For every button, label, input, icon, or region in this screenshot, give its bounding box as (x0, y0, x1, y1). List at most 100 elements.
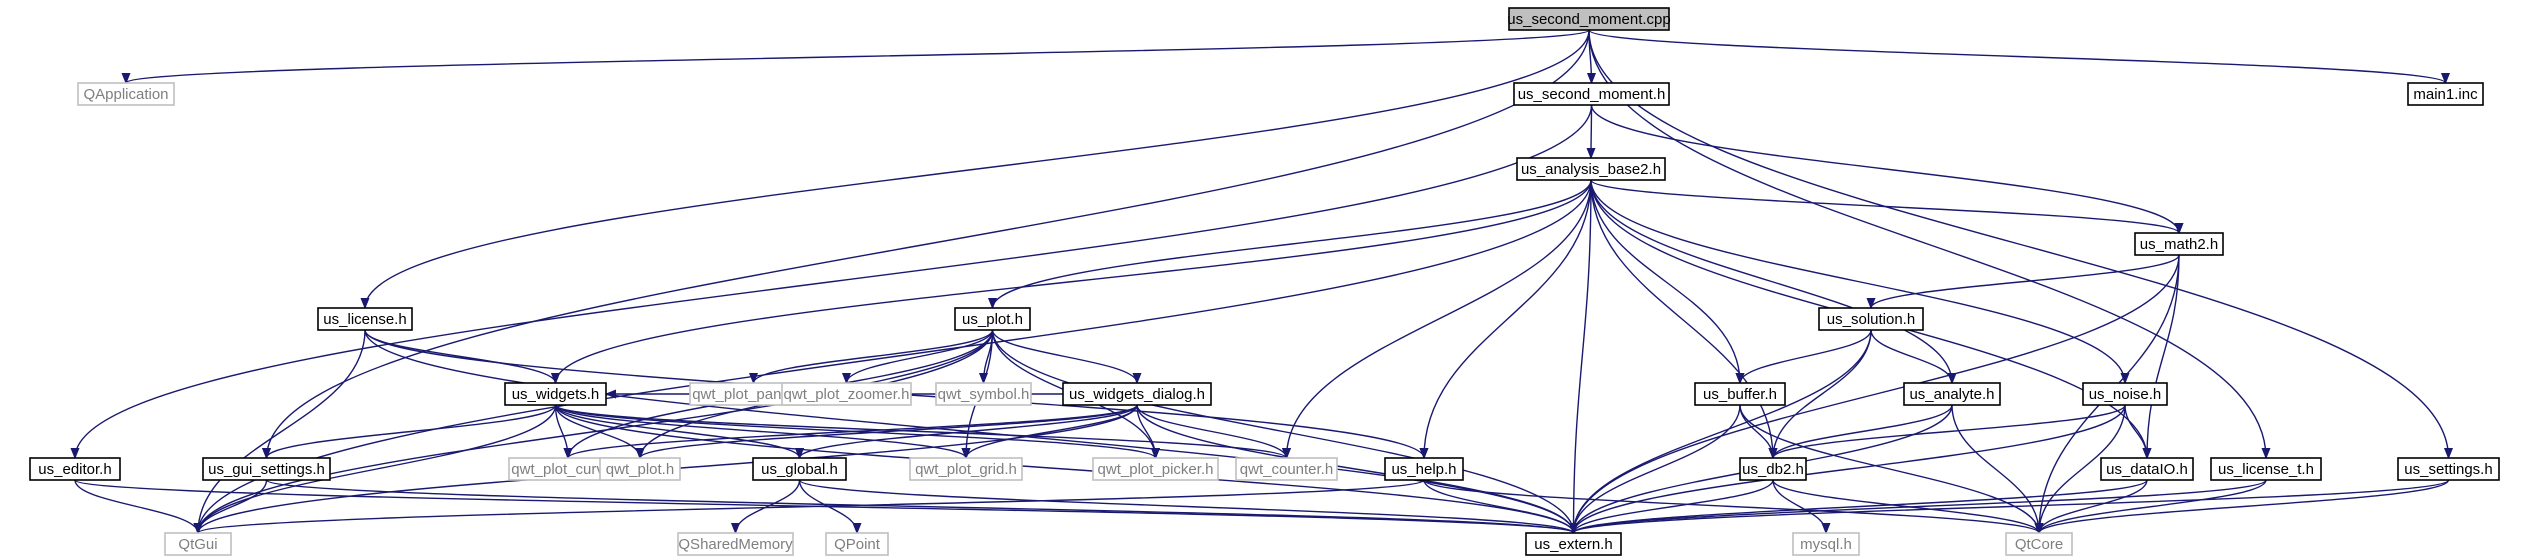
node-qwt_plot_grid_h: qwt_plot_grid.h (909, 457, 1023, 481)
node-box-qwt_plot_zoomer_h (781, 382, 912, 406)
edge-us_analysis_base2_h-to-us_widgets_h (556, 179, 1592, 383)
node-label-us_noise_h: us_noise.h (2089, 386, 2162, 403)
edge-us_solution_h-to-us_buffer_h (1740, 329, 1872, 384)
node-label-us_license_t_h: us_license_t.h (2218, 461, 2314, 478)
node-us_noise_h[interactable]: us_noise.h (2082, 382, 2168, 406)
node-us_plot_h[interactable]: us_plot.h (954, 307, 1031, 331)
edge-us_global_h-to-us_extern_h (798, 479, 1574, 534)
edge-us_widgets_dialog_h-to-qwt_plot_picker_h (1136, 404, 1156, 458)
node-us_math2_h[interactable]: us_math2.h (2134, 232, 2224, 256)
edge-us_buffer_h-to-us_extern_h (1574, 404, 1741, 533)
node-box-QSharedMemory (677, 532, 794, 556)
edge-us_second_moment_h-to-us_analysis_base2_h (1591, 104, 1592, 158)
edge-layer (75, 29, 2450, 534)
node-label-us_plot_h: us_plot.h (962, 311, 1023, 328)
edge-us_widgets_dialog_h-to-qwt_plot_curve_h (568, 404, 1138, 459)
node-label-us_gui_settings_h: us_gui_settings.h (208, 461, 325, 478)
node-box-qwt_plot_h (599, 457, 681, 481)
node-label-QtGui: QtGui (178, 536, 217, 553)
node-box-qwt_plot_grid_h (909, 457, 1023, 481)
edge-us_second_moment_cpp-to-main1_inc (1588, 29, 2446, 84)
node-label-us_math2_h: us_math2.h (2140, 236, 2218, 253)
node-box-qwt_symbol_h (935, 382, 1032, 406)
node-us_analyte_h[interactable]: us_analyte.h (1903, 382, 2001, 406)
edge-us_widgets_h-to-us_global_h (554, 404, 800, 459)
node-us_analysis_base2_h[interactable]: us_analysis_base2.h (1516, 157, 1666, 181)
node-box-qwt_plot_picker_h (1092, 457, 1219, 481)
node-box-us_gui_settings_h (202, 457, 331, 481)
node-box-us_help_h (1384, 457, 1464, 481)
node-us_solution_h[interactable]: us_solution.h (1818, 307, 1924, 331)
node-label-us_analysis_base2_h: us_analysis_base2.h (1521, 161, 1661, 178)
node-box-us_buffer_h (1694, 382, 1786, 406)
edge-us_second_moment_cpp-to-us_settings_h (1588, 29, 2449, 458)
node-label-us_second_moment_h: us_second_moment.h (1518, 86, 1666, 103)
edge-us_math2_h-to-us_dataIO_h (2147, 254, 2180, 458)
node-label-us_dataIO_h: us_dataIO.h (2106, 461, 2188, 478)
edge-us_math2_h-to-us_solution_h (1871, 254, 2180, 309)
node-us_license_t_h[interactable]: us_license_t.h (2210, 457, 2322, 481)
edge-us_second_moment_h-to-us_math2_h (1590, 104, 2180, 234)
node-us_db2_h[interactable]: us_db2.h (1739, 457, 1807, 481)
node-box-us_widgets_h (504, 382, 607, 406)
node-label-us_extern_h: us_extern.h (1534, 536, 1612, 553)
node-us_dataIO_h[interactable]: us_dataIO.h (2100, 457, 2194, 481)
edge-us_solution_h-to-us_extern_h (1574, 329, 1872, 533)
node-box-us_noise_h (2082, 382, 2168, 406)
node-box-us_extern_h (1525, 532, 1622, 556)
node-box-us_solution_h (1818, 307, 1924, 331)
edge-us_second_moment_cpp-to-us_gui_settings_h (267, 29, 1590, 458)
edge-us_widgets_h-to-qwt_plot_grid_h (554, 404, 967, 459)
node-label-us_solution_h: us_solution.h (1827, 311, 1915, 328)
node-mysql_h: mysql.h (1792, 532, 1860, 556)
node-main1_inc[interactable]: main1.inc (2407, 82, 2484, 106)
node-us_buffer_h[interactable]: us_buffer.h (1694, 382, 1786, 406)
node-box-us_math2_h (2134, 232, 2224, 256)
edge-us_analysis_base2_h-to-us_analyte_h (1590, 179, 1952, 383)
node-qwt_symbol_h: qwt_symbol.h (935, 382, 1032, 406)
edge-us_plot_h-to-us_extern_h (991, 329, 1574, 533)
node-us_widgets_dialog_h[interactable]: us_widgets_dialog.h (1062, 382, 1212, 406)
node-label-mysql_h: mysql.h (1800, 536, 1852, 553)
node-us_extern_h[interactable]: us_extern.h (1525, 532, 1622, 556)
node-label-qwt_plot_zoomer_h: qwt_plot_zoomer.h (784, 386, 910, 403)
edge-us_settings_h-to-us_extern_h (1574, 479, 2450, 534)
edge-us_dataIO_h-to-us_extern_h (1574, 479, 2148, 534)
node-us_second_moment_h[interactable]: us_second_moment.h (1513, 82, 1670, 106)
node-QtGui: QtGui (164, 532, 232, 556)
node-box-us_dataIO_h (2100, 457, 2194, 481)
edge-us_analyte_h-to-QtCore (1951, 404, 2039, 533)
node-qwt_plot_picker_h: qwt_plot_picker.h (1092, 457, 1219, 481)
node-us_settings_h[interactable]: us_settings.h (2397, 457, 2500, 481)
node-us_second_moment_cpp[interactable]: us_second_moment.cpp (1507, 7, 1671, 31)
node-label-QtCore: QtCore (2015, 536, 2063, 553)
edge-us_analysis_base2_h-to-us_math2_h (1590, 179, 2179, 234)
node-qwt_plot_zoomer_h: qwt_plot_zoomer.h (781, 382, 912, 406)
node-us_widgets_h[interactable]: us_widgets.h (504, 382, 607, 406)
node-label-qwt_plot_picker_h: qwt_plot_picker.h (1098, 461, 1214, 478)
edge-us_license_h-to-us_widgets_h (364, 329, 556, 384)
edge-us_help_h-to-us_extern_h (1423, 479, 1574, 534)
edge-us_analysis_base2_h-to-us_buffer_h (1590, 179, 1740, 383)
node-label-qwt_plot_curve_h: qwt_plot_curve.h (511, 461, 624, 478)
node-qwt_counter_h: qwt_counter.h (1235, 457, 1338, 481)
node-box-us_second_moment_h (1513, 82, 1670, 106)
node-us_global_h[interactable]: us_global.h (752, 457, 847, 481)
edge-us_widgets_h-to-qwt_counter_h (554, 404, 1287, 459)
node-label-main1_inc: main1.inc (2413, 86, 2478, 103)
node-us_gui_settings_h[interactable]: us_gui_settings.h (202, 457, 331, 481)
edge-us_settings_h-to-QtCore (2039, 479, 2450, 534)
node-QPoint: QPoint (825, 532, 889, 556)
node-box-us_plot_h (954, 307, 1031, 331)
node-us_editor_h[interactable]: us_editor.h (29, 457, 121, 481)
node-label-us_editor_h: us_editor.h (38, 461, 111, 478)
node-label-us_settings_h: us_settings.h (2404, 461, 2492, 478)
node-us_license_h[interactable]: us_license.h (317, 307, 413, 331)
edge-us_analysis_base2_h-to-us_noise_h (1590, 179, 2125, 383)
edge-us_noise_h-to-us_dataIO_h (2124, 404, 2147, 458)
node-box-qwt_counter_h (1235, 457, 1338, 481)
node-us_help_h[interactable]: us_help.h (1384, 457, 1464, 481)
node-box-main1_inc (2407, 82, 2484, 106)
node-label-us_widgets_dialog_h: us_widgets_dialog.h (1069, 386, 1205, 403)
edge-us_analysis_base2_h-to-us_plot_h (993, 179, 1592, 309)
